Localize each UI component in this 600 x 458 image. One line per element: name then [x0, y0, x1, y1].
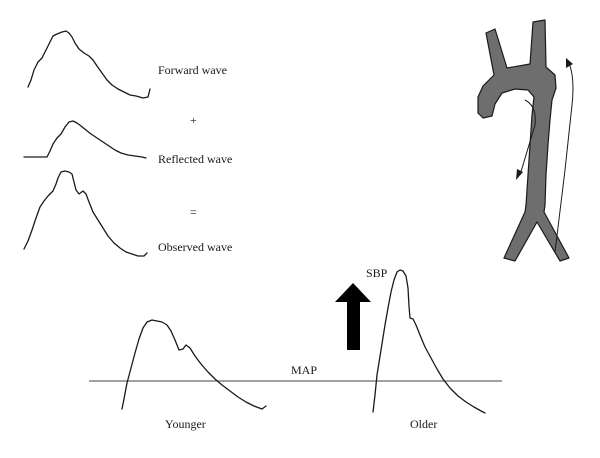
upward-flow-arrow-line	[554, 62, 574, 253]
downward-flow-arrowhead	[516, 169, 523, 180]
plus-sign: +	[190, 113, 197, 127]
forward-wave-trace	[27, 30, 151, 99]
observed-wave-label: Observed wave	[158, 240, 232, 254]
aorta-illustration	[477, 19, 574, 262]
map-label: MAP	[291, 363, 317, 377]
downward-flow-arrow-line	[519, 99, 536, 176]
sbp-up-arrow	[335, 283, 371, 350]
older-label: Older	[410, 417, 437, 431]
sbp-label: SBP	[366, 266, 388, 280]
older-waveform	[372, 269, 486, 414]
aorta-shape	[477, 19, 570, 262]
forward-wave-label: Forward wave	[158, 63, 227, 77]
younger-waveform	[121, 319, 267, 410]
equals-sign: =	[190, 205, 197, 219]
upward-flow-arrowhead	[566, 58, 573, 68]
observed-wave-trace	[23, 170, 148, 257]
reflected-wave-trace	[23, 120, 147, 159]
younger-label: Younger	[165, 417, 206, 431]
reflected-wave-label: Reflected wave	[158, 152, 232, 166]
